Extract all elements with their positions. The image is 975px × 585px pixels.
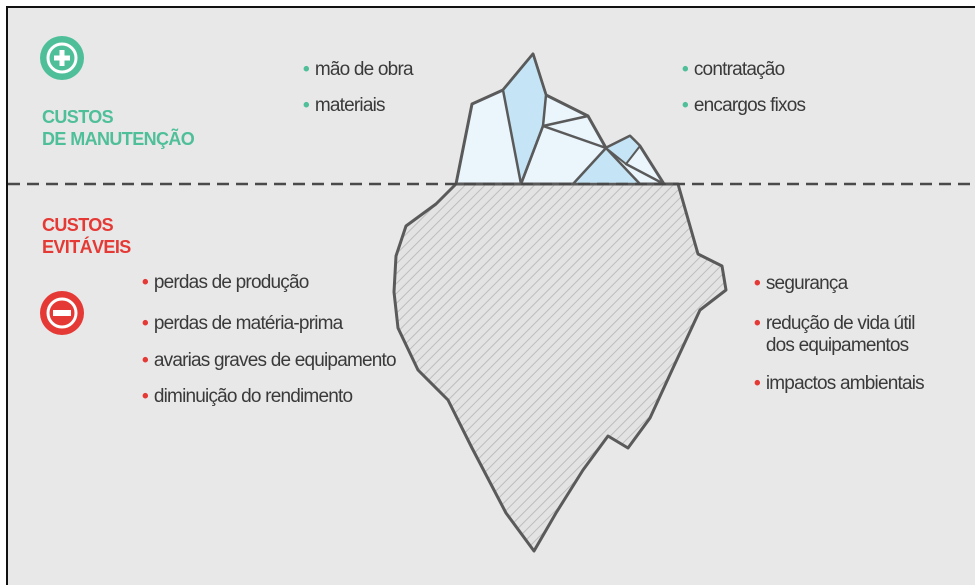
iceberg-underwater-body xyxy=(392,182,728,553)
iceberg-facet xyxy=(501,52,548,186)
minus-circle-icon xyxy=(40,291,84,335)
list-item: •contratação xyxy=(682,59,785,80)
maintenance-title-line1: CUSTOS xyxy=(42,107,114,127)
maintenance-title-line2: DE MANUTENÇÃO xyxy=(42,129,195,149)
list-item: •segurança xyxy=(754,273,848,294)
list-item: •diminuição do rendimento xyxy=(142,386,353,407)
list-item: •perdas de matéria-prima xyxy=(142,313,343,334)
list-item: •impactos ambientais xyxy=(754,373,925,394)
iceberg-facet xyxy=(605,135,641,165)
iceberg-diagram-frame: CUSTOS DE MANUTENÇÃO CUSTOS EVITÁVEIS •m… xyxy=(6,6,975,585)
plus-circle-icon xyxy=(40,36,84,80)
iceberg-illustration xyxy=(8,36,975,553)
list-item: •mão de obra xyxy=(303,59,414,80)
list-item: • redução de vida útil dos equipamentos xyxy=(754,313,915,356)
iceberg-tip xyxy=(454,52,666,186)
list-item: •materiais xyxy=(303,95,386,116)
list-item: •encargos fixos xyxy=(682,95,806,116)
avoidable-title: CUSTOS EVITÁVEIS xyxy=(42,214,131,258)
list-item: •perdas de produção xyxy=(142,272,309,293)
avoidable-title-line1: CUSTOS xyxy=(42,215,114,235)
list-item: •avarias graves de equipamento xyxy=(142,350,397,371)
maintenance-title: CUSTOS DE MANUTENÇÃO xyxy=(42,106,195,150)
avoidable-title-line2: EVITÁVEIS xyxy=(42,237,131,257)
